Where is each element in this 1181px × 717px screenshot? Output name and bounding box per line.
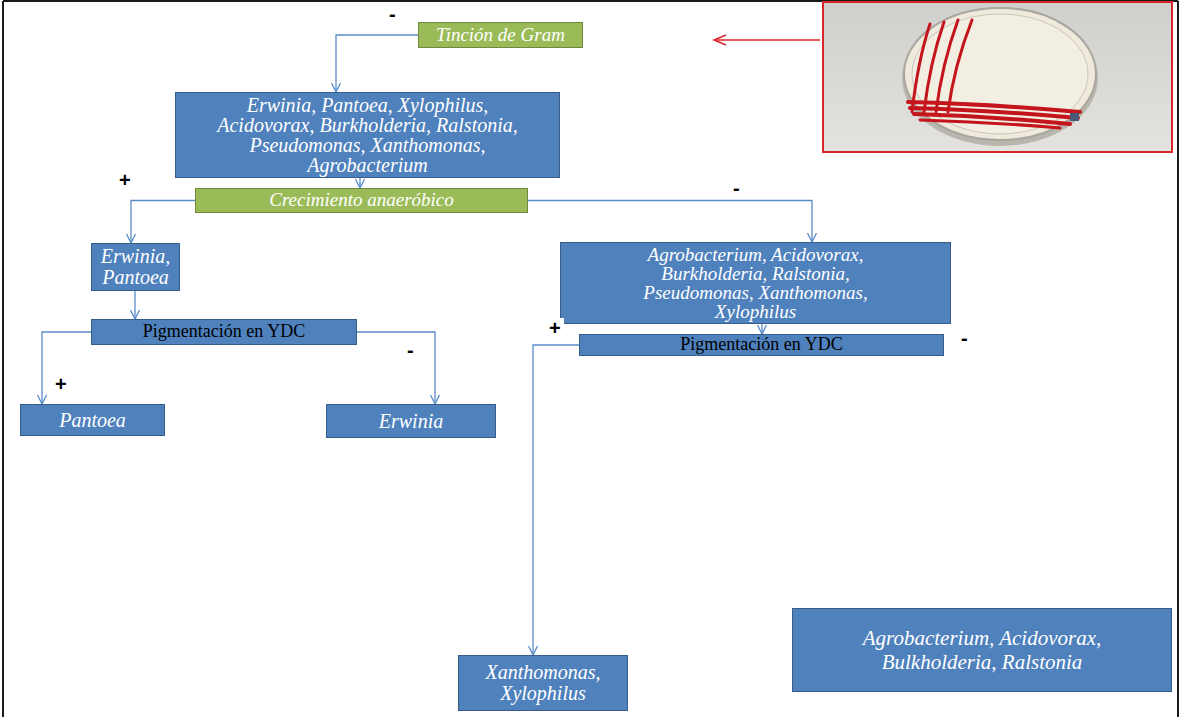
branch-sign: -: [730, 178, 743, 198]
node-text: Agrobacterium, Acidovorax, Burkholderia,…: [621, 245, 890, 321]
connector: [131, 201, 195, 244]
node-text: Pantoea: [59, 409, 126, 431]
arrowhead: [332, 83, 341, 92]
genus-box: Erwinia, Pantoea, Xylophilus, Acidovorax…: [175, 92, 560, 178]
node-text: Erwinia: [379, 410, 443, 432]
arrowhead: [431, 395, 440, 404]
bacterial-streaks: [908, 20, 1080, 128]
result-box: Pantoea: [20, 404, 165, 436]
test-box: Tinción de Gram: [418, 22, 583, 48]
genus-box: Erwinia, Pantoea: [91, 243, 180, 291]
test-box: Crecimiento anaeróbico: [195, 188, 528, 213]
arrowhead: [808, 233, 817, 242]
result-box: Agrobacterium, Acidovorax, Bulkholderia,…: [792, 608, 1172, 692]
pointer-arrow: [716, 39, 820, 41]
branch-sign: +: [546, 318, 564, 338]
node-text: Tinción de Gram: [436, 25, 565, 46]
frame-line: [2, 1, 4, 717]
branch-sign: -: [404, 340, 417, 360]
connector: [533, 345, 579, 655]
dish-mark: [1070, 113, 1079, 121]
arrowhead: [127, 234, 136, 243]
connector: [357, 332, 435, 404]
node-text: Pigmentación en YDC: [680, 335, 842, 355]
arrowhead: [38, 395, 47, 404]
test-box: Pigmentación en YDC: [91, 319, 357, 345]
result-box: Xanthomonas, Xylophilus: [458, 655, 628, 711]
connector: [528, 201, 812, 243]
pointer-arrowhead: [714, 35, 726, 45]
connector: [42, 332, 91, 404]
streak: [948, 20, 972, 112]
branch-sign: +: [116, 170, 134, 190]
branch-sign: +: [52, 374, 70, 394]
connector: [134, 291, 135, 319]
streak: [924, 22, 944, 112]
streak: [936, 20, 958, 112]
node-text: Xanthomonas, Xylophilus: [479, 662, 607, 704]
petri-dish: [904, 8, 1096, 140]
frame-line: [1177, 1, 1179, 717]
streak: [912, 24, 930, 112]
photo-frame: [823, 2, 1172, 152]
node-text: Crecimiento anaeróbico: [269, 190, 454, 211]
node-text: Erwinia, Pantoea: [96, 246, 175, 288]
streak: [920, 120, 1060, 128]
genus-box: Agrobacterium, Acidovorax, Burkholderia,…: [560, 242, 951, 324]
node-text: Erwinia, Pantoea, Xylophilus, Acidovorax…: [200, 95, 535, 175]
result-box: Erwinia: [326, 404, 496, 438]
branch-sign: -: [958, 328, 971, 348]
arrowhead: [356, 179, 365, 188]
arrowhead: [529, 646, 538, 655]
arrowhead: [131, 310, 140, 319]
arrowhead: [758, 325, 767, 334]
connector: [336, 35, 418, 92]
branch-sign: -: [386, 4, 399, 24]
node-text: Agrobacterium, Acidovorax, Bulkholderia,…: [843, 626, 1121, 674]
test-box: Pigmentación en YDC: [579, 334, 944, 356]
node-text: Pigmentación en YDC: [143, 322, 305, 342]
